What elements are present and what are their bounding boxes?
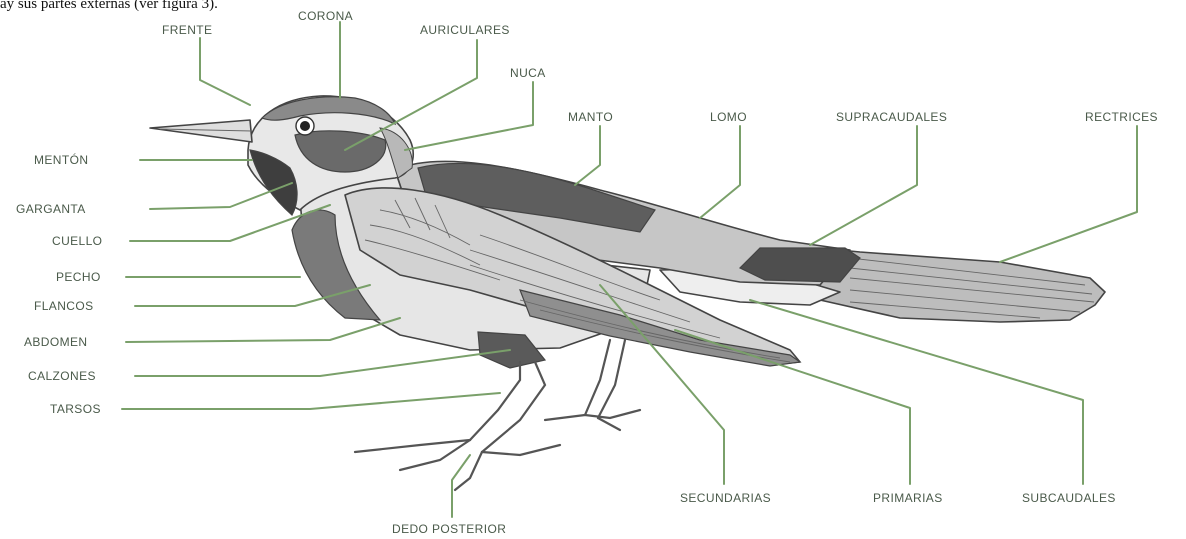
label-supracaudales: SUPRACAUDALES [836,110,947,124]
label-secundarias: SECUNDARIAS [680,491,771,505]
label-primarias: PRIMARIAS [873,491,943,505]
label-nuca: NUCA [510,66,546,80]
leader-manto [575,126,600,185]
leader-tarsos [122,393,500,409]
label-garganta: GARGANTA [16,202,86,216]
label-lomo: LOMO [710,110,747,124]
leader-frente [200,38,250,105]
bird-illustration [150,96,1105,490]
leader-subcaudales [750,300,1083,484]
label-tarsos: TARSOS [50,402,101,416]
label-frente: FRENTE [162,23,212,37]
leader-supracaudales [810,126,917,245]
leader-abdomen [126,318,400,342]
label-rectrices: RECTRICES [1085,110,1158,124]
eye-pupil [300,121,310,131]
label-calzones: CALZONES [28,369,96,383]
leader-nuca [405,82,533,150]
label-auriculares: AURICULARES [420,23,510,37]
label-pecho: PECHO [56,270,101,284]
leader-calzones [135,350,510,376]
label-menton: MENTÓN [34,152,88,167]
label-flancos: FLANCOS [34,299,93,313]
label-abdomen: ABDOMEN [24,335,87,349]
leader-rectrices [1000,126,1137,262]
label-dedo-posterior: DEDO POSTERIOR [392,522,506,536]
label-cuello: CUELLO [52,234,102,248]
leader-lomo [700,126,740,218]
label-subcaudales: SUBCAUDALES [1022,491,1116,505]
uppertail-coverts-patch [740,248,860,282]
label-manto: MANTO [568,110,613,124]
label-corona: CORONA [298,9,353,23]
